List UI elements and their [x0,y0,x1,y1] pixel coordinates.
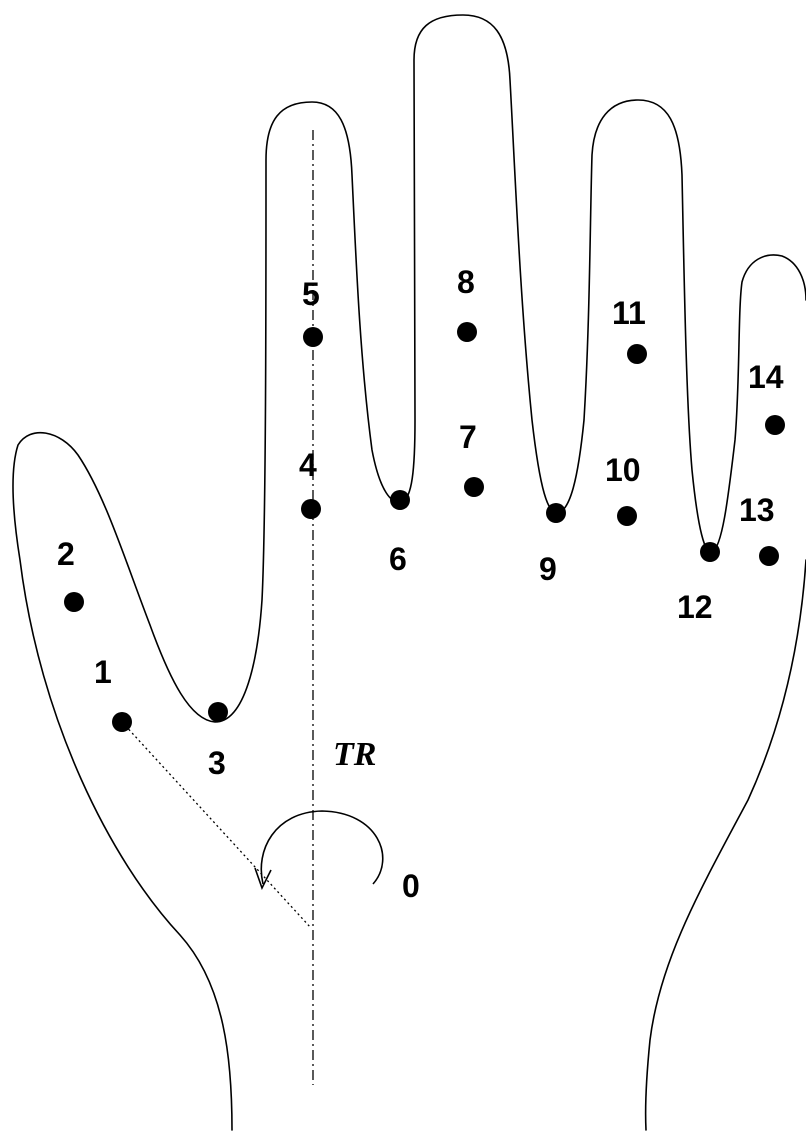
landmark-label-2: 2 [57,536,75,572]
landmark-label-7: 7 [459,419,477,455]
rotation-arrowhead-icon [255,868,271,888]
landmark-dot-1 [112,712,132,732]
landmark-dot-13 [759,546,779,566]
landmark-label-3: 3 [208,745,226,781]
landmark-dot-2 [64,592,84,612]
landmark-dot-12 [700,542,720,562]
landmark-label-11: 11 [612,295,646,331]
landmark-label-5: 5 [302,276,320,312]
hand-right-edge [646,560,806,1130]
landmark-label-10: 10 [605,452,641,488]
landmark-dot-11 [627,344,647,364]
landmark-label-9: 9 [539,551,557,587]
landmark-dot-3 [208,702,228,722]
landmark-label-1: 1 [94,654,112,690]
landmark-dot-14 [765,415,785,435]
landmark-dot-4 [301,499,321,519]
landmark-label-4: 4 [299,447,317,483]
landmark-dot-9 [546,503,566,523]
landmark-label-0: 0 [402,868,420,904]
landmark-dot-8 [457,322,477,342]
landmark-label-13: 13 [739,492,775,528]
landmark-dot-10 [617,506,637,526]
landmark-label-6: 6 [389,541,407,577]
landmark-dots [64,322,785,732]
landmark-label-14: 14 [748,359,784,395]
axis-label: TR [333,736,376,773]
landmark-dot-6 [390,490,410,510]
landmark-labels: 0 1 2 3 4 5 6 7 8 9 10 11 12 13 14 [57,264,784,904]
rotation-arc [261,811,382,884]
landmark-label-8: 8 [457,264,475,300]
landmark-dot-7 [464,477,484,497]
landmark-label-12: 12 [677,589,713,625]
landmark-dot-5 [303,327,323,347]
hand-outline [13,15,806,1130]
